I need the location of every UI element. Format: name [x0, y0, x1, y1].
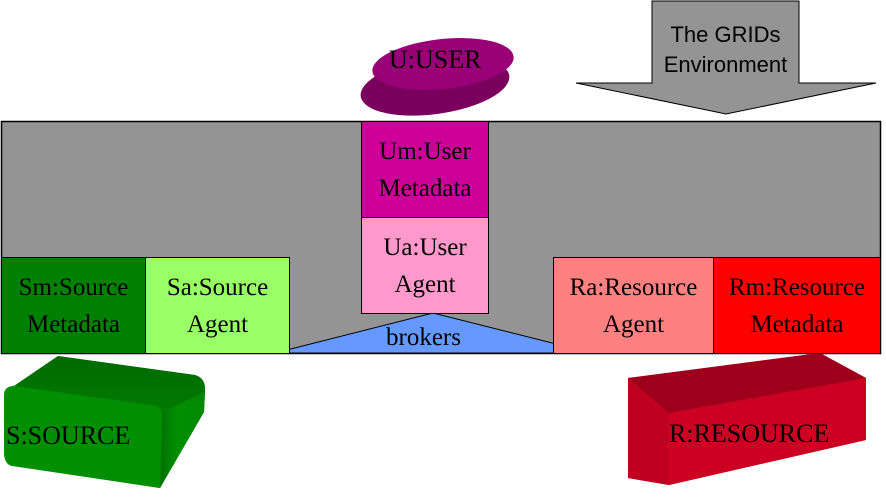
grids-environment-line2: Environment	[663, 52, 788, 77]
user-agent-line1: Ua:User	[383, 233, 467, 261]
user-metadata-line1: Um:User	[379, 137, 471, 165]
source-metadata-line2: Metadata	[26, 310, 120, 338]
user-metadata-box: Um:User Metadata	[361, 121, 489, 218]
source-agent-box: Sa:Source Agent	[145, 257, 290, 354]
source-agent-line2: Agent	[186, 310, 249, 338]
grids-environment-arrow	[575, 0, 877, 115]
user-agent-box: Ua:User Agent	[361, 217, 489, 314]
source-agent-line1: Sa:Source	[166, 273, 269, 301]
source-metadata-line1: Sm:Source	[18, 273, 129, 301]
resource-agent-line2: Agent	[602, 310, 665, 338]
user-metadata-line2: Metadata	[378, 174, 472, 202]
user-label: U:USER	[389, 45, 482, 74]
source-label: S:SOURCE	[6, 421, 131, 450]
resource-agent-line1: Ra:Resource	[569, 273, 698, 301]
grids-environment-label: The GRIDs Environment	[652, 20, 799, 80]
resource-metadata-box: Rm:Resource Metadata	[713, 257, 881, 354]
resource-metadata-line2: Metadata	[750, 310, 844, 338]
resource-box	[628, 353, 866, 485]
user-agent-line2: Agent	[394, 270, 456, 298]
source-box	[4, 356, 206, 488]
grids-environment-line1: The GRIDs	[670, 22, 781, 47]
source-metadata-box: Sm:Source Metadata	[1, 257, 146, 354]
brokers-triangle	[274, 312, 593, 354]
resource-metadata-line1: Rm:Resource	[728, 273, 866, 301]
resource-label: R:RESOURCE	[669, 419, 830, 448]
resource-agent-box: Ra:Resource Agent	[553, 257, 714, 354]
user-disc	[360, 38, 514, 116]
brokers-label: brokers	[386, 324, 461, 351]
